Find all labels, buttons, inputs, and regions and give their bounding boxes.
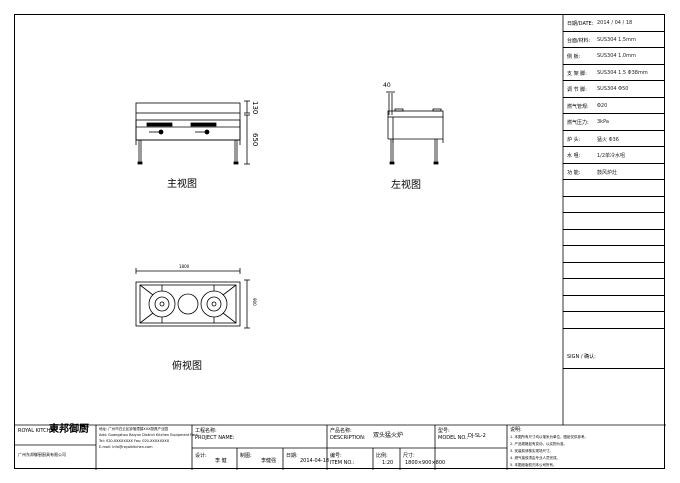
spec-key: 支 架 脚: <box>567 70 587 77</box>
note-4: 4. 燃气接驳须由专业人员完成。 <box>510 456 560 460</box>
spec-row-empty <box>563 279 665 296</box>
project-label: 工程名称: <box>195 428 217 434</box>
spec-row: 调 节 脚: SUS304 Φ50 <box>563 81 665 98</box>
logo-cn: 東邦御厨 <box>49 424 89 435</box>
notes-title: 说明: <box>510 427 522 433</box>
spec-key: 功 能: <box>567 169 581 176</box>
spec-table: 日期/DATE:2014 / 04 / 18 台面/材料: SUS304 1.5mm… <box>563 15 665 425</box>
front-view-title: 主视图 <box>167 179 197 190</box>
front-view-drawing <box>135 100 250 165</box>
spec-row-empty <box>563 263 665 279</box>
spec-row: 燃气压力: 3kPa <box>563 114 665 131</box>
item-label: 编号: <box>330 453 342 459</box>
spec-row-empty <box>563 180 665 197</box>
spec-key: 调 节 脚: <box>567 87 587 93</box>
spec-row-empty <box>563 246 665 263</box>
spec-value: 1/2单冷水咀 <box>597 153 626 159</box>
spec-row-empty <box>563 230 665 246</box>
model-label: 型号: <box>438 428 450 434</box>
date-value: 2014-04-18 <box>300 458 330 464</box>
left-view-title: 左视图 <box>391 180 421 191</box>
spec-value: 猛火 Φ36 <box>597 136 619 143</box>
desc-label-en: DESCRIPTION: <box>330 435 366 441</box>
model-label-en: MODEL NO.: <box>438 435 469 441</box>
spec-row-empty <box>563 296 665 312</box>
dim-top-depth: 900 <box>252 298 257 306</box>
spec-value: SUS304 1.5 Φ38mm <box>597 69 648 76</box>
spec-row-empty <box>563 312 665 329</box>
dim-front-height: 650 <box>251 133 259 147</box>
spec-key: 燃气管规: <box>567 103 589 110</box>
address-line-3: Tel: 020-XXXXXXXX Fax: 020-XXXXXXXX <box>99 439 170 443</box>
top-view-title: 俯视图 <box>172 361 202 372</box>
spec-row: 支 架 脚: SUS304 1.5 Φ38mm <box>563 65 665 81</box>
draw-label: 制图: <box>240 453 252 459</box>
side-view-drawing <box>386 91 444 165</box>
scale-label: 比例: <box>376 453 388 459</box>
address-line-2: Add: Guangzhou Baiyun District Kitchen E… <box>99 433 198 437</box>
spec-value: SUS304 1.5mm <box>597 36 636 43</box>
spec-row-empty <box>563 213 665 230</box>
logo-en: ROYAL KITCHEN <box>18 428 58 434</box>
dim-front-top: 130 <box>251 101 259 115</box>
sign-label: SIGN / 确认: <box>567 354 596 360</box>
dim-side-top: 40 <box>383 82 391 89</box>
spec-row: 日期/DATE:2014 / 04 / 18 <box>563 15 665 32</box>
spec-key: 侧 板: <box>567 54 581 60</box>
drawing-canvas <box>15 15 666 470</box>
desc-label: 产品名称: <box>330 428 352 434</box>
spec-row: 水 咀: 1/2单冷水咀 <box>563 147 665 164</box>
address-line-1: 地址: 广州市白云区钟落潭镇XXX厨具产业园 <box>99 427 168 431</box>
spec-row-empty <box>563 197 665 213</box>
project-label-en: PROJECT NAME: <box>195 435 235 441</box>
company-name: 广州东邦御厨厨具有限公司 <box>18 452 66 457</box>
spec-row: 功 能: 鼓风炉灶 <box>563 164 665 180</box>
note-5: 5. 本图纸版权归本公司所有。 <box>510 463 557 467</box>
desc-value: 双头猛火炉 <box>373 432 404 439</box>
spec-key: 炉 头: <box>567 136 581 143</box>
note-1: 1. 本图所有尺寸均以毫米为单位，图纸仅供参考。 <box>510 435 588 439</box>
draw-value: 李健强 <box>261 458 277 464</box>
spec-value: Φ20 <box>597 102 608 109</box>
spec-row: 燃气管规: Φ20 <box>563 98 665 114</box>
date-label: 日期: <box>286 453 298 459</box>
spec-row: 台面/材料: SUS304 1.5mm <box>563 32 665 48</box>
spec-value: 2014 / 04 / 18 <box>597 20 633 26</box>
address-line-4: E-mail: info@royalkitchen.com <box>99 445 153 449</box>
spec-value: 3kPa <box>597 119 609 125</box>
model-value: DJ-SL-2 <box>468 433 486 439</box>
size-value: 1800×900×800 <box>405 460 446 466</box>
item-label-en: ITEM NO.: <box>330 460 355 466</box>
spec-key: 燃气压力: <box>567 120 589 126</box>
spec-key: 日期/DATE: <box>567 21 594 27</box>
drawing-sheet: 主视图 左视图 俯视图 130 650 40 1800 900 日期/DATE:… <box>14 14 666 470</box>
sign-row: SIGN / 确认: <box>563 345 665 369</box>
spec-value: 鼓风炉灶 <box>597 169 618 176</box>
note-3: 3. 安装前请核实现场尺寸。 <box>510 449 553 453</box>
spec-key: 水 咀: <box>567 153 581 159</box>
dim-top-width: 1800 <box>179 264 190 269</box>
note-2: 2. 产品规格如有变动，以实物为准。 <box>510 442 567 446</box>
top-view-drawing <box>135 268 250 329</box>
spec-value: SUS304 Φ50 <box>597 86 629 92</box>
spec-value: SUS304 1.0mm <box>597 53 636 59</box>
spec-row: 炉 头: 猛火 Φ36 <box>563 131 665 147</box>
size-label: 尺寸: <box>403 453 415 459</box>
spec-key: 台面/材料: <box>567 37 591 44</box>
spec-row: 侧 板: SUS304 1.0mm <box>563 48 665 65</box>
design-label: 设计: <box>195 453 207 459</box>
design-value: 李 健 <box>215 458 227 464</box>
scale-value: 1:20 <box>382 460 394 466</box>
